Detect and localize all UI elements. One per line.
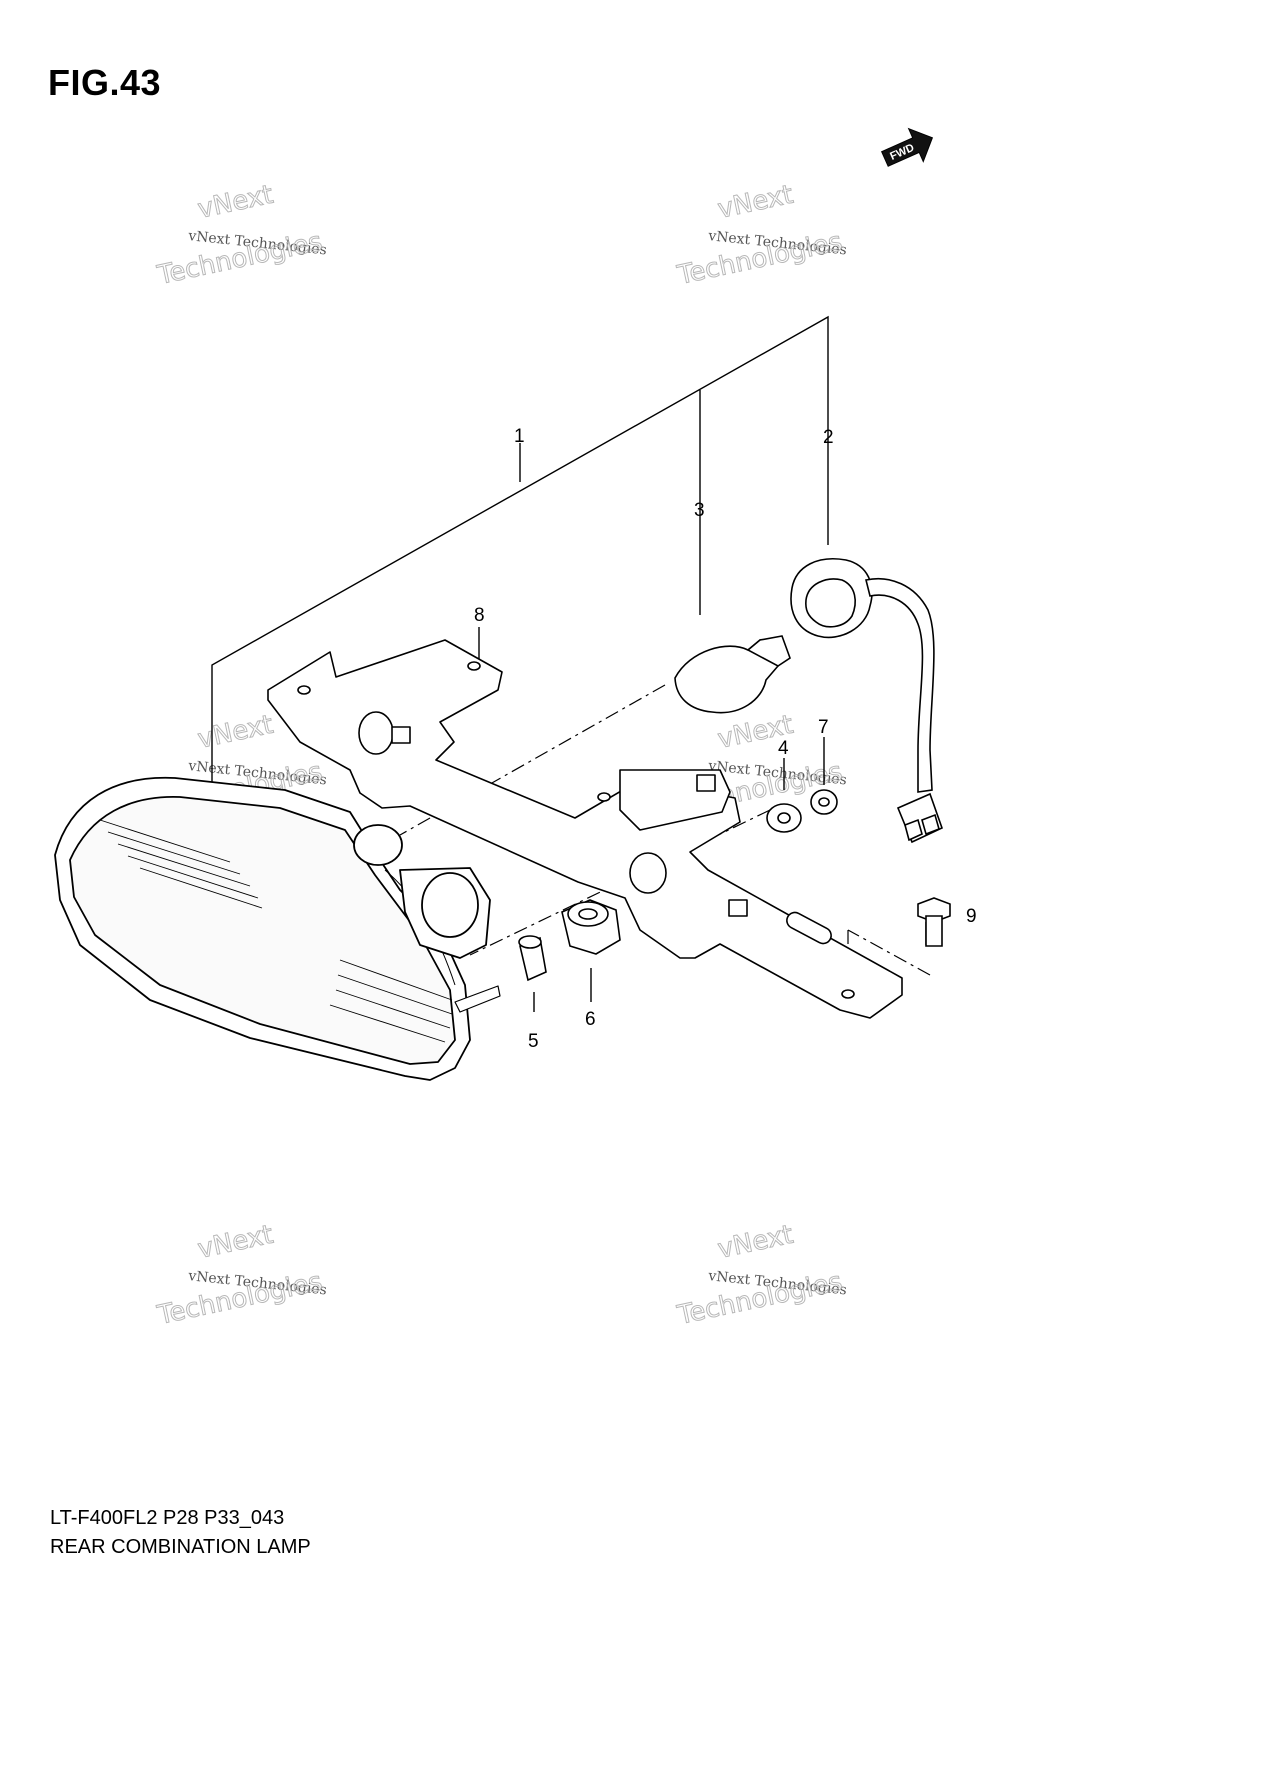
bulb [674,635,791,714]
washer [766,803,802,833]
callout-9: 9 [966,906,977,927]
watermark-bottom-left: vNext vNext Technologies Technologies [154,1219,328,1331]
callout-6: 6 [585,1009,596,1030]
watermark-bottom-right: vNext vNext Technologies Technologies [674,1219,848,1331]
callout-labels: 1 2 3 4 5 6 7 8 9 [474,426,977,1052]
callout-4: 4 [778,738,789,759]
assembly-name: REAR COMBINATION LAMP [50,1536,311,1558]
fwd-arrow-icon: FWD [880,127,934,167]
hex-bolt [917,897,951,947]
socket-harness [790,558,943,844]
leader-lines [211,315,927,1012]
mounting-bracket [267,639,903,1019]
model-code: LT-F400FL2 P28 P33_043 [50,1507,285,1529]
rear-combination-lamp [54,776,501,1081]
small-nut [810,789,838,815]
spacer-collar [518,935,547,982]
watermark-top-left: vNext vNext Technologies Technologies [154,179,328,291]
watermark-large-top: vNext [195,710,276,755]
watermark-top-right: vNext vNext Technologies Technologies [674,179,848,291]
watermark-large-top: vNext [715,1220,796,1265]
watermark-large-top: vNext [195,180,276,225]
watermark-large-top: vNext [195,1220,276,1265]
hex-nut [561,899,621,955]
callout-7: 7 [818,717,829,738]
callout-2: 2 [823,427,834,448]
callout-8: 8 [474,605,485,626]
figure-title: FIG.43 [48,62,162,103]
callout-5: 5 [528,1031,539,1052]
callout-1: 1 [514,426,525,447]
watermark-large-top: vNext [715,180,796,225]
callout-3: 3 [694,500,705,521]
